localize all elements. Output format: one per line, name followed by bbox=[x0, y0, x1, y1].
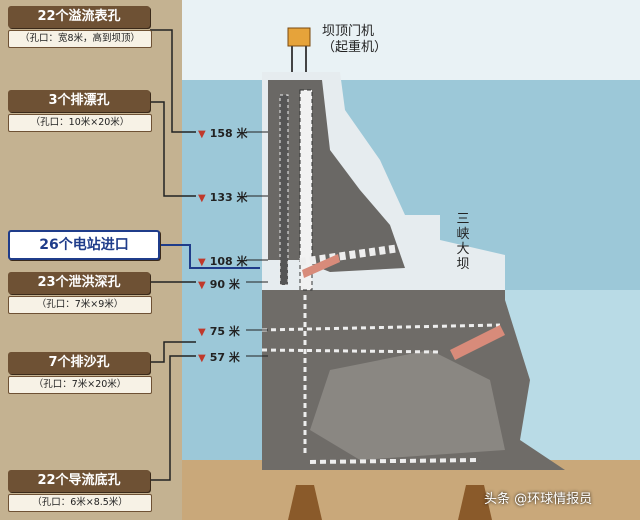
outlet-spec-deep-outlet: （孔口：7米×9米） bbox=[8, 296, 152, 314]
watermark: 头条 @环球情报员 bbox=[484, 492, 593, 507]
dam-name: 三 峡 大 坝 bbox=[454, 212, 472, 272]
crane-label-line1: 坝顶门机 bbox=[322, 24, 375, 39]
leader-line-3 bbox=[156, 244, 260, 269]
elevation-108: ▼108 米 bbox=[198, 253, 248, 269]
sluice-conduit bbox=[261, 348, 441, 354]
outlet-spec-sediment-sluice: （孔口：7米×20米） bbox=[8, 376, 152, 394]
anchor-left bbox=[288, 485, 322, 520]
elevation-75: ▼75 米 bbox=[198, 323, 240, 339]
outlet-label-deep-outlet: 23个泄洪深孔 bbox=[8, 272, 150, 294]
crane-label-line2: （起重机） bbox=[322, 40, 388, 55]
rock-texture bbox=[310, 350, 505, 460]
outlet-spec-surface-spillway: （孔口：宽8米，高到坝顶） bbox=[8, 30, 152, 48]
label-panel bbox=[0, 0, 182, 520]
sky bbox=[182, 0, 640, 80]
down-arrow-icon: ▼ bbox=[198, 327, 206, 338]
elevation-value: 158 米 bbox=[209, 127, 248, 140]
anchor-right bbox=[458, 485, 492, 520]
elevation-value: 108 米 bbox=[209, 255, 248, 268]
dam-name-char: 三 bbox=[456, 212, 470, 227]
elevation-value: 57 米 bbox=[209, 351, 240, 364]
elevation-value: 133 米 bbox=[209, 191, 248, 204]
outlet-label-sediment-sluice: 7个排沙孔 bbox=[8, 352, 150, 374]
leader-line-5 bbox=[150, 341, 196, 363]
elevation-133: ▼133 米 bbox=[198, 189, 248, 205]
down-arrow-icon: ▼ bbox=[198, 353, 206, 364]
outlet-spec-floating-debris: （孔口：10米×20米） bbox=[8, 114, 152, 132]
dam-name-char: 峡 bbox=[456, 227, 470, 242]
dam-core-stripe bbox=[299, 89, 313, 291]
outlet-label-diversion-bottom: 22个导流底孔 bbox=[8, 470, 150, 492]
elevation-90: ▼90 米 bbox=[198, 276, 240, 292]
leader-line-2 bbox=[150, 101, 196, 197]
down-arrow-icon: ▼ bbox=[198, 129, 206, 140]
elevation-158: ▼158 米 bbox=[198, 125, 248, 141]
leader-line-1 bbox=[150, 29, 196, 133]
power-intake-conduit bbox=[299, 244, 401, 266]
leader-line-6 bbox=[150, 355, 196, 481]
deep-outlet-conduit bbox=[261, 323, 501, 332]
elevation-value: 90 米 bbox=[209, 278, 240, 291]
crane-gantry bbox=[287, 27, 311, 47]
dam-name-char: 坝 bbox=[456, 257, 470, 272]
down-arrow-icon: ▼ bbox=[198, 257, 206, 268]
elevation-57: ▼57 米 bbox=[198, 349, 240, 365]
dam-core-stripe-2 bbox=[279, 94, 289, 286]
diversion-conduit bbox=[309, 458, 481, 464]
down-arrow-icon: ▼ bbox=[198, 280, 206, 291]
elevation-value: 75 米 bbox=[209, 325, 240, 338]
outlet-spec-diversion-bottom: （孔口：6米×8.5米） bbox=[8, 494, 152, 512]
crane-label: 坝顶门机 （起重机） bbox=[322, 24, 387, 56]
outlet-label-floating-debris: 3个排漂孔 bbox=[8, 90, 150, 112]
dam-name-char: 大 bbox=[456, 242, 470, 257]
outlet-label-power-intake: 26个电站进口 bbox=[8, 230, 160, 260]
intake-jet bbox=[302, 254, 340, 278]
outlet-label-surface-spillway: 22个溢流表孔 bbox=[8, 6, 150, 28]
down-arrow-icon: ▼ bbox=[198, 193, 206, 204]
outlet-jet bbox=[450, 325, 505, 360]
